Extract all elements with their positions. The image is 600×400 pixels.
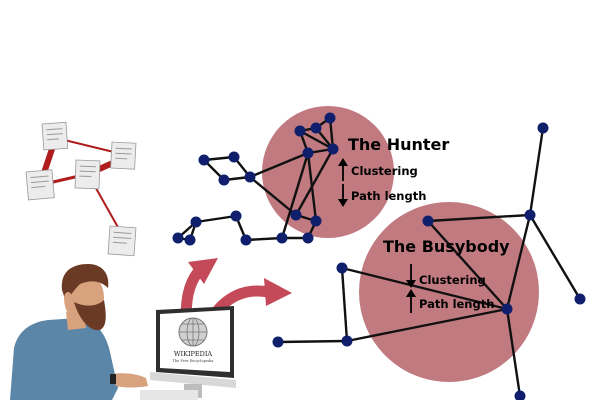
network-edge bbox=[427, 220, 508, 310]
busybody-clustering-label: Clustering bbox=[419, 273, 486, 287]
document-icon bbox=[41, 121, 69, 151]
network-node-icon bbox=[341, 335, 353, 347]
document-icon bbox=[107, 225, 137, 257]
arrow-up-icon bbox=[406, 289, 416, 313]
curved-arrow-head bbox=[264, 278, 292, 306]
network-node-icon bbox=[302, 147, 314, 159]
arrow-down-icon bbox=[406, 264, 416, 288]
network-edge bbox=[340, 267, 349, 342]
network-edge bbox=[294, 148, 335, 216]
network-node-icon bbox=[524, 209, 536, 221]
network-node-icon bbox=[228, 151, 240, 163]
network-edge bbox=[528, 127, 545, 216]
busybody-title: The Busybody bbox=[383, 237, 510, 256]
network-node-icon bbox=[218, 174, 230, 186]
document-network bbox=[25, 121, 137, 257]
network-node-icon bbox=[230, 210, 242, 222]
network-edge bbox=[280, 152, 310, 239]
network-node-icon bbox=[336, 262, 348, 274]
network-edge bbox=[249, 151, 309, 179]
network-node-icon bbox=[514, 390, 526, 400]
network-node-icon bbox=[324, 112, 336, 124]
arrow-up-icon bbox=[338, 158, 348, 181]
computer-monitor-icon: WIKIPEDIA The Free Encyclopedia bbox=[140, 306, 236, 400]
network-node-icon bbox=[574, 293, 586, 305]
network-edge bbox=[195, 214, 237, 224]
network-edge bbox=[341, 266, 508, 311]
arrow-down-icon bbox=[338, 184, 348, 207]
hunter-cluster-circle bbox=[262, 106, 394, 238]
network-node-icon bbox=[327, 143, 339, 155]
wikipedia-globe-icon bbox=[178, 317, 208, 347]
document-icon bbox=[25, 169, 55, 201]
network-node-icon bbox=[190, 216, 202, 228]
network-edge bbox=[528, 214, 582, 300]
network-node-icon bbox=[290, 209, 302, 221]
network-node-icon bbox=[310, 122, 322, 134]
hunter-title: The Hunter bbox=[348, 135, 449, 154]
network-node-icon bbox=[302, 232, 314, 244]
document-icon bbox=[74, 159, 101, 190]
network-node-icon bbox=[184, 234, 196, 246]
network-nodes bbox=[172, 112, 586, 400]
wikipedia-wordmark: WIKIPEDIA bbox=[174, 350, 213, 358]
network-edge bbox=[249, 176, 297, 216]
busybody-cluster-circle bbox=[359, 202, 539, 382]
network-edge bbox=[277, 339, 348, 344]
network-edge bbox=[505, 214, 532, 310]
network-node-icon bbox=[501, 303, 513, 315]
network-node-icon bbox=[198, 154, 210, 166]
network-edge bbox=[427, 213, 531, 223]
wristwatch bbox=[110, 374, 116, 384]
network-node-icon bbox=[272, 336, 284, 348]
network-node-icon bbox=[276, 232, 288, 244]
network-edge bbox=[346, 307, 508, 343]
hunter-clustering-label: Clustering bbox=[351, 164, 418, 178]
wikipedia-tagline: The Free Encyclopedia bbox=[173, 359, 214, 363]
network-node-icon bbox=[537, 122, 549, 134]
busybody-label-group: The Busybody Clustering Path length bbox=[383, 237, 510, 313]
hunter-path-length-label: Path length bbox=[351, 189, 426, 203]
network-edge bbox=[299, 129, 334, 151]
network-node-icon bbox=[294, 125, 306, 137]
network-edge bbox=[306, 152, 318, 222]
person-icon bbox=[10, 264, 148, 400]
network-node-icon bbox=[172, 232, 184, 244]
hunter-label-group: The Hunter Clustering Path length bbox=[338, 135, 449, 207]
network-node-icon bbox=[240, 234, 252, 246]
network-node-icon bbox=[422, 215, 434, 227]
network-node-icon bbox=[310, 215, 322, 227]
curved-arrow-head bbox=[188, 258, 218, 284]
busybody-path-length-label: Path length bbox=[419, 297, 494, 311]
network-edge bbox=[505, 308, 522, 397]
network-edge bbox=[245, 236, 283, 242]
document-icon bbox=[110, 141, 137, 170]
network-node-icon bbox=[244, 171, 256, 183]
